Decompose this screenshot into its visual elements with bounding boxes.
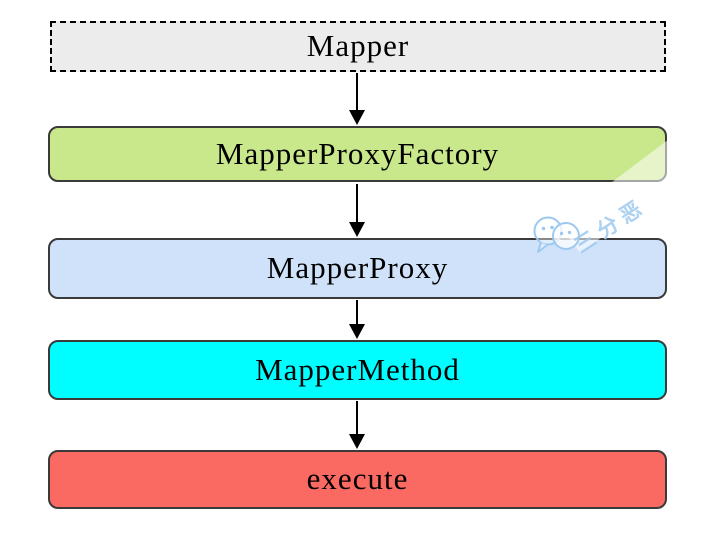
arrow-stem (356, 300, 358, 324)
node-mapper-proxy-factory: MapperProxyFactory (48, 126, 667, 182)
arrowhead-down-icon (349, 222, 365, 237)
arrowhead-down-icon (349, 434, 365, 449)
arrowhead-down-icon (349, 110, 365, 125)
node-execute: execute (48, 450, 667, 509)
arrow-mapperproxy-to-mappermethod (348, 300, 366, 339)
arrow-mappermethod-to-execute (348, 401, 366, 449)
node-mapper-proxy-factory-label: MapperProxyFactory (215, 135, 500, 171)
node-mapper: Mapper (50, 21, 666, 72)
arrow-mapperproxyfactory-to-mapperproxy (348, 184, 366, 237)
node-execute-label: execute (306, 461, 409, 496)
arrow-mapper-to-mapperproxyfactory (348, 73, 366, 125)
node-mapper-method: MapperMethod (48, 340, 667, 400)
arrow-stem (356, 401, 358, 434)
node-mapper-proxy: MapperProxy (48, 238, 667, 299)
node-mapper-proxy-label: MapperProxy (266, 250, 449, 285)
arrowhead-down-icon (349, 324, 365, 339)
node-mapper-label: Mapper (306, 28, 410, 63)
node-mapper-method-label: MapperMethod (255, 351, 460, 387)
arrow-stem (356, 73, 358, 110)
arrow-stem (356, 184, 358, 222)
